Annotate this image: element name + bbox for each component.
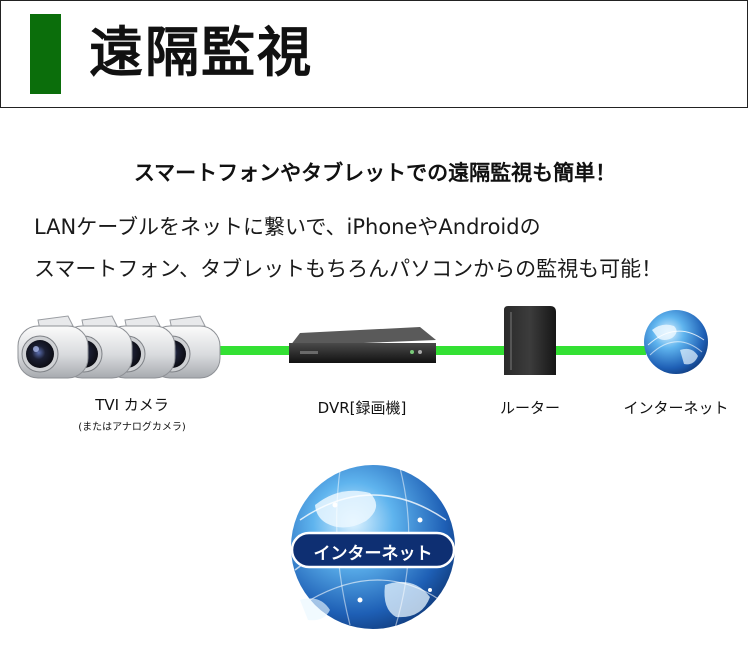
big-globe-pill — [290, 531, 456, 569]
camera-label: TVI カメラ — [95, 396, 169, 414]
description-line-2: スマートフォン、タブレットもちろんパソコンからの監視も可能！ — [34, 257, 663, 281]
security-camera-icon — [17, 315, 221, 379]
header-accent-bar — [30, 14, 61, 94]
router-label: ルーター — [499, 399, 561, 417]
page-title: 遠隔監視 — [89, 21, 313, 84]
camera-sublabel: (またはアナログカメラ) — [78, 422, 186, 433]
dvr-recorder-icon — [289, 327, 436, 363]
network-cable — [215, 346, 646, 355]
description-line-1: LANケーブルをネットに繋いで、iPhoneやAndroidの — [34, 215, 541, 239]
internet-label: インターネット — [623, 399, 729, 417]
globe-icon — [644, 310, 708, 374]
big-globe-label: インターネット — [313, 544, 433, 564]
header-box: 遠隔監視 — [0, 0, 748, 108]
big-globe-icon — [290, 465, 456, 629]
subtitle: スマートフォンやタブレットでの遠隔監視も簡単！ — [133, 161, 617, 185]
router-icon — [504, 306, 556, 375]
dvr-label: DVR[録画機] — [317, 399, 407, 417]
